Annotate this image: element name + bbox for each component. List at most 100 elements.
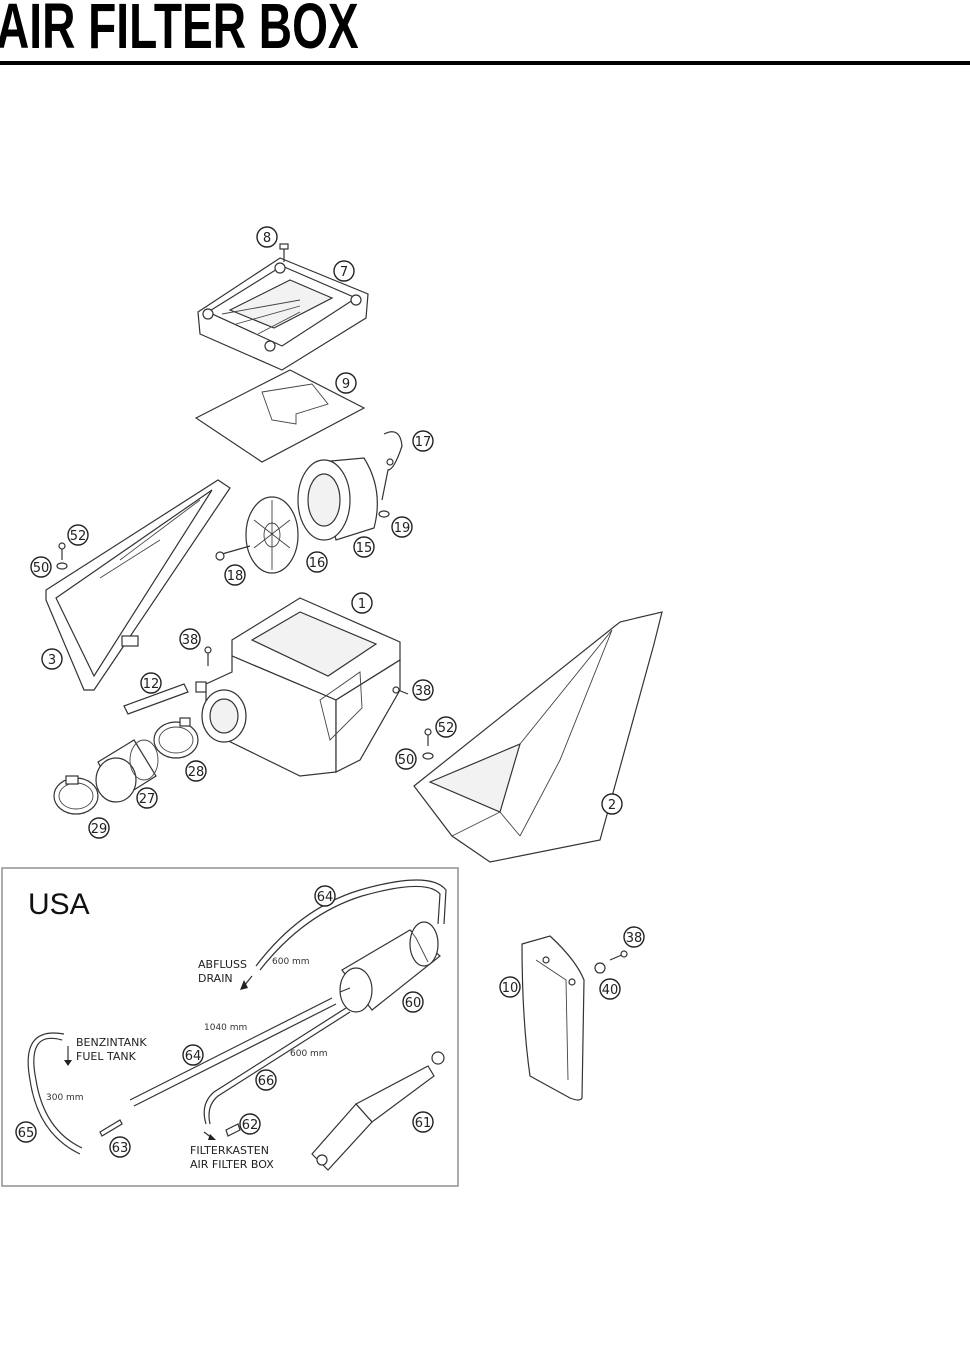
- part-40-flap-washer: [594, 962, 606, 974]
- measure-300: 300 mm: [46, 1093, 84, 1103]
- svg-text:64: 64: [185, 1049, 202, 1064]
- callout-29: 29: [88, 817, 110, 839]
- callout-38-right: 38: [412, 679, 434, 701]
- svg-text:50: 50: [398, 753, 415, 768]
- callout-52-left: 52: [67, 524, 89, 546]
- label-fuel-de: BENZINTANK: [76, 1036, 147, 1049]
- svg-text:9: 9: [342, 377, 350, 392]
- svg-text:60: 60: [405, 996, 422, 1011]
- callout-12: 12: [140, 672, 162, 694]
- svg-text:38: 38: [415, 684, 432, 699]
- svg-text:50: 50: [33, 561, 50, 576]
- label-box-de: FILTERKASTEN: [190, 1144, 269, 1157]
- callout-17: 17: [412, 430, 434, 452]
- part-50-left-washer: [56, 562, 68, 570]
- svg-text:1: 1: [358, 597, 366, 612]
- fuel-arrow: [64, 1046, 72, 1066]
- callout-7: 7: [333, 260, 355, 282]
- title-rule: [0, 61, 970, 65]
- part-29-clamp: [53, 775, 99, 815]
- part-66-hose: [203, 1007, 351, 1125]
- svg-text:28: 28: [188, 765, 205, 780]
- page-title: AIR FILTER BOX: [0, 0, 359, 62]
- svg-text:52: 52: [70, 529, 87, 544]
- part-38-flap-screw: [609, 950, 628, 961]
- callout-10: 10: [499, 976, 521, 998]
- svg-text:19: 19: [394, 521, 411, 536]
- measure-600-drain: 600 mm: [272, 957, 310, 967]
- part-19-clip: [378, 510, 390, 518]
- part-27-sleeve: [95, 739, 159, 803]
- svg-text:15: 15: [356, 541, 373, 556]
- svg-text:64: 64: [317, 890, 334, 905]
- part-63-connector: [99, 1119, 123, 1137]
- part-1-airbox: [195, 597, 401, 777]
- callout-60: 60: [402, 991, 424, 1013]
- callout-2: 2: [601, 793, 623, 815]
- svg-text:3: 3: [48, 653, 56, 668]
- label-fuel-en: FUEL TANK: [76, 1050, 137, 1063]
- part-50-right-washer: [422, 752, 434, 760]
- svg-text:65: 65: [18, 1126, 35, 1141]
- usa-heading: USA: [28, 888, 90, 921]
- callout-38-top: 38: [179, 628, 201, 650]
- callout-9: 9: [335, 372, 357, 394]
- label-drain-de: ABFLUSS: [198, 958, 247, 971]
- callout-3: 3: [41, 648, 63, 670]
- part-17-wire: [381, 431, 403, 501]
- callout-64-lower: 64: [182, 1044, 204, 1066]
- label-drain-en: DRAIN: [198, 972, 233, 985]
- svg-text:29: 29: [91, 822, 108, 837]
- callout-8: 8: [256, 226, 278, 248]
- callout-50-right: 50: [395, 748, 417, 770]
- svg-text:2: 2: [608, 798, 616, 813]
- svg-text:16: 16: [309, 556, 326, 571]
- svg-text:10: 10: [502, 981, 519, 996]
- part-64-long-hose: [129, 997, 337, 1107]
- svg-text:62: 62: [242, 1118, 259, 1133]
- drain-arrow: [240, 975, 253, 990]
- callout-63: 63: [109, 1136, 131, 1158]
- callout-1: 1: [351, 592, 373, 614]
- part-38-right-screw: [392, 686, 409, 695]
- part-62-fitting: [225, 1123, 241, 1137]
- part-64-drain-hose: [255, 879, 447, 971]
- part-7-cover: [197, 257, 369, 371]
- callout-40: 40: [599, 978, 621, 1000]
- callout-15: 15: [353, 536, 375, 558]
- callout-18: 18: [224, 564, 246, 586]
- measure-1040: 1040 mm: [204, 1023, 247, 1033]
- part-16-cage: [245, 496, 299, 574]
- svg-text:38: 38: [182, 633, 199, 648]
- label-box-en: AIR FILTER BOX: [190, 1158, 274, 1171]
- callout-28: 28: [185, 760, 207, 782]
- part-3-side-panel: [45, 479, 231, 691]
- part-61-valve: [311, 1051, 445, 1171]
- callout-61: 61: [412, 1111, 434, 1133]
- part-8-screw: [279, 243, 289, 262]
- part-2-side-panel: [413, 611, 663, 863]
- part-52-right-screw: [424, 728, 432, 746]
- svg-text:17: 17: [415, 435, 432, 450]
- part-12-tube: [123, 683, 189, 715]
- measure-600-hose: 600 mm: [290, 1049, 328, 1059]
- part-52-left-screw: [58, 542, 66, 560]
- part-9-gasket: [194, 369, 366, 463]
- part-15-filter: [297, 457, 378, 541]
- callout-64-top: 64: [314, 885, 336, 907]
- callout-19: 19: [391, 516, 413, 538]
- callout-16: 16: [306, 551, 328, 573]
- svg-text:7: 7: [340, 265, 348, 280]
- part-10-mudflap: [521, 935, 585, 1101]
- callout-27: 27: [136, 787, 158, 809]
- svg-text:38: 38: [626, 931, 643, 946]
- svg-text:8: 8: [263, 231, 271, 246]
- svg-text:40: 40: [602, 983, 619, 998]
- svg-text:12: 12: [143, 677, 160, 692]
- callout-65: 65: [15, 1121, 37, 1143]
- svg-text:18: 18: [227, 569, 244, 584]
- callout-66: 66: [255, 1069, 277, 1091]
- part-65-fuel-hose: [27, 1032, 83, 1155]
- callout-62: 62: [239, 1113, 261, 1135]
